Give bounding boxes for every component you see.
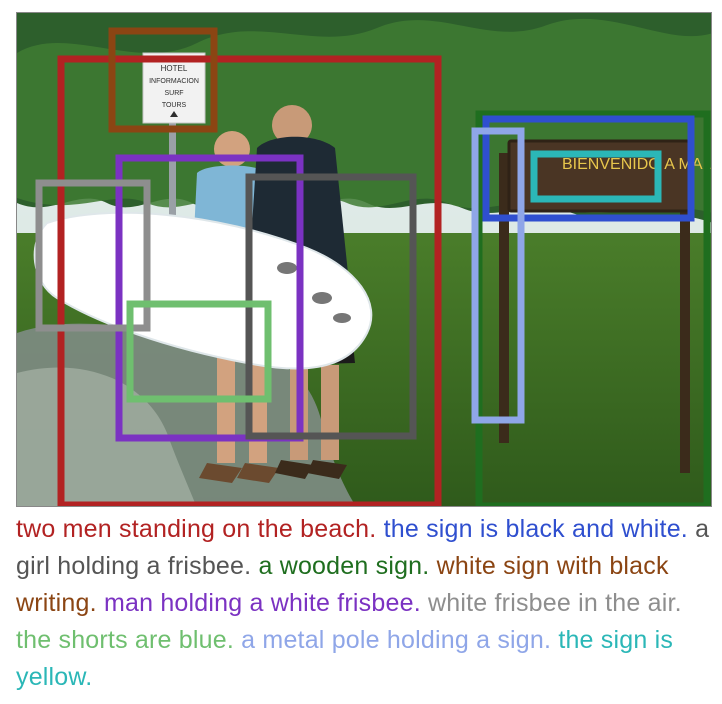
photo-panel: HOTEL INFORMACION SURF TOURS BIENVENIDO … (16, 12, 712, 507)
small-sign-line-3: SURF (164, 90, 183, 97)
caption-4: a wooden sign. (258, 552, 430, 580)
bbox-frisbee-air (35, 179, 151, 332)
caption-text: two men standing on the beach. the sign … (16, 511, 716, 696)
caption-10: the sign is yellow. (16, 626, 674, 691)
small-sign-line-1: HOTEL (161, 64, 188, 73)
bbox-man-frisbee (115, 154, 304, 442)
caption-2: the sign is black and white. (383, 515, 688, 543)
bbox-metal-pole (471, 127, 525, 424)
small-sign-line-2: INFORMACION (149, 78, 199, 85)
caption-1: two men standing on the beach. (16, 515, 377, 543)
arrow-icon (170, 111, 178, 117)
caption-3: a girl holding a frisbee. (16, 515, 710, 580)
photo-illustration: HOTEL INFORMACION SURF TOURS BIENVENIDO … (17, 13, 712, 506)
sign-pole (169, 103, 176, 308)
bbox-sign-yellow (530, 150, 662, 203)
bbox-shorts (126, 300, 272, 403)
caption-6: man holding a white frisbee. (103, 589, 421, 617)
bbox-white-sign (108, 27, 218, 133)
bbox-two-men (57, 55, 442, 506)
caption-8: the shorts are blue. (16, 626, 235, 654)
bounding-boxes (35, 27, 711, 506)
right-post-2 (680, 153, 690, 473)
caption-9: a metal pole holding a sign. (241, 626, 552, 654)
bbox-sign-bw (482, 115, 695, 222)
right-post (499, 153, 509, 443)
caption-5: white sign with black writing. (16, 552, 669, 617)
small-sign-line-4: TOURS (162, 102, 187, 109)
caption-7: white frisbee in the air. (428, 589, 682, 617)
bbox-wooden-sign (475, 110, 711, 506)
wooden-sign-text: BIENVENIDO A MAL PAIS (562, 156, 712, 173)
